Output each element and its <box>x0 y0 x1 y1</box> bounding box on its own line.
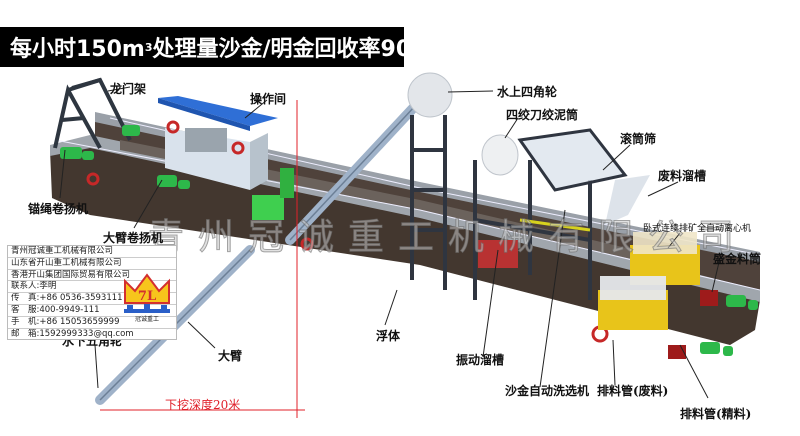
waste-chute <box>605 175 650 225</box>
contact-row: 香港开山集团国际贸易有限公司 <box>8 270 176 282</box>
winches <box>60 125 758 356</box>
contact-row: 客 服:400-9949-111 <box>8 305 176 317</box>
company-logo-icon: 7L 冠诚重工 <box>124 273 170 323</box>
label-boom: 大臂 <box>218 349 243 363</box>
tower-frame <box>410 115 592 300</box>
label-centrifuge: 卧式连续排矿全自动离心机 <box>643 224 752 234</box>
label-gantry: 龙门架 <box>110 82 147 96</box>
gantry-frame <box>53 77 132 149</box>
label-dig-depth: 下挖深度20米 <box>165 398 241 412</box>
trommel <box>517 128 628 192</box>
control-room <box>158 96 278 190</box>
contact-card: 青州冠诚重工机械有限公司 山东省开山重工机械有限公司 香港开山集团国际贸易有限公… <box>7 245 177 341</box>
label-control-room: 操作间 <box>250 92 287 106</box>
label-mud-drum: 四绞刀绞泥筒 <box>506 108 579 122</box>
label-trommel: 滚筒筛 <box>620 132 657 146</box>
contact-row: 传 真:+86 0536-3593111 <box>8 293 176 305</box>
label-discharge-concentrate: 排料管(精料) <box>680 407 752 421</box>
label-waste-chute: 废料溜槽 <box>658 169 707 183</box>
engine <box>252 195 284 220</box>
label-boom-winch: 大臂卷扬机 <box>103 231 164 245</box>
watermark: 青州冠诚重工机械有限公司 <box>147 217 749 259</box>
title-prefix: 每小时150m <box>10 37 145 62</box>
svg-text:7L: 7L <box>138 289 156 304</box>
upper-wheel <box>407 72 453 118</box>
label-upper-wheel: 水上四角轮 <box>497 85 558 99</box>
title-superscript: 3 <box>144 40 153 54</box>
label-gold-washer: 沙金自动洗选机 <box>505 384 590 398</box>
title-suffix: 处理量沙金/明金回收率90%以上挖沙淘金设备 <box>152 37 404 62</box>
dig-depth-indicator <box>100 100 305 418</box>
contact-row: 邮 箱:1592999333@qq.com <box>11 328 134 339</box>
contact-row: 联系人:李明 <box>8 281 176 294</box>
label-vibrating-chute: 振动溜槽 <box>456 353 505 367</box>
contact-row: 手 机:+86 15053659999 <box>8 317 176 329</box>
contact-row: 青州冠诚重工机械有限公司 <box>8 246 176 258</box>
label-gold-bucket: 盛金料筒 <box>713 252 762 266</box>
label-pontoon: 浮体 <box>376 329 401 343</box>
leader-lines <box>59 86 721 399</box>
label-discharge-waste: 排料管(废料) <box>597 384 669 398</box>
centrifuges <box>598 232 700 330</box>
contact-row: 山东省开山重工机械有限公司 <box>8 258 176 270</box>
mud-drum <box>481 134 519 176</box>
vibrating-chute <box>478 240 518 268</box>
front-pontoon-hull <box>50 145 760 345</box>
label-anchor-winch: 锚绳卷扬机 <box>28 202 89 216</box>
svg-text:冠诚重工: 冠诚重工 <box>135 315 159 323</box>
